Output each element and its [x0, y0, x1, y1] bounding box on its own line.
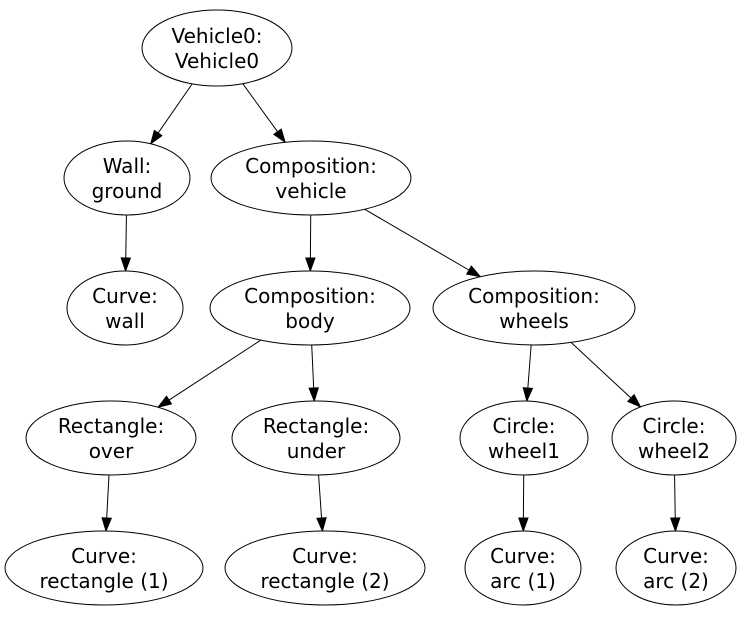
edge-line: [528, 345, 531, 388]
node-ellipse: [460, 401, 588, 475]
node-label-line: vehicle: [275, 179, 346, 203]
node-label-line: Wall:: [103, 154, 152, 178]
node-circle-wheel1: Circle:wheel1: [460, 401, 588, 475]
arrowhead-icon: [671, 518, 680, 531]
edge-vehicle0-to-wall-ground: [151, 84, 192, 144]
edge-line: [312, 345, 314, 388]
arrowhead-icon: [317, 518, 326, 531]
arrowhead-icon: [158, 396, 171, 407]
edge-wall-ground-to-curve-wall: [121, 215, 130, 271]
edge-vehicle0-to-composition-vehicle: [243, 84, 285, 143]
node-curve-wall: Curve:wall: [67, 271, 183, 345]
arrowhead-icon: [309, 388, 318, 401]
node-ellipse: [612, 401, 736, 475]
edge-line: [107, 475, 109, 518]
edge-circle-wheel2-to-curve-arc-2: [671, 475, 680, 531]
arrowhead-icon: [306, 258, 315, 271]
node-label-line: ground: [92, 179, 163, 203]
node-ellipse: [142, 10, 292, 86]
node-composition-vehicle: Composition:vehicle: [211, 141, 411, 215]
node-label-line: Composition:: [244, 284, 376, 308]
edge-circle-wheel1-to-curve-arc-1: [519, 475, 528, 531]
edge-line: [243, 84, 278, 132]
node-ellipse: [232, 401, 400, 475]
node-ellipse: [465, 531, 581, 605]
node-label-line: Curve:: [643, 544, 709, 568]
node-label-line: Rectangle:: [58, 414, 164, 438]
edge-composition-body-to-rectangle-over: [158, 340, 261, 407]
node-ellipse: [211, 141, 411, 215]
node-label-line: arc (2): [643, 569, 709, 593]
edge-composition-vehicle-to-composition-wheels: [365, 209, 481, 276]
node-label-line: wheels: [499, 309, 569, 333]
edge-rectangle-under-to-curve-rectangle-2: [317, 475, 326, 531]
node-label-line: over: [89, 439, 134, 463]
node-label-line: Curve:: [490, 544, 556, 568]
node-label-line: Circle:: [643, 414, 706, 438]
node-ellipse: [433, 271, 635, 345]
node-label-line: rectangle (2): [260, 569, 389, 593]
arrowhead-icon: [519, 518, 528, 531]
node-vehicle0: Vehicle0:Vehicle0: [142, 10, 292, 86]
node-ellipse: [5, 531, 203, 605]
arrowhead-icon: [274, 129, 285, 142]
node-rectangle-under: Rectangle:under: [232, 401, 400, 475]
node-ellipse: [225, 531, 425, 605]
edge-composition-wheels-to-circle-wheel2: [571, 342, 640, 406]
edge-line: [319, 475, 322, 518]
edge-rectangle-over-to-curve-rectangle-1: [102, 475, 111, 531]
arrowhead-icon: [467, 266, 481, 277]
edge-composition-wheels-to-circle-wheel1: [523, 345, 532, 401]
node-label-line: Circle:: [493, 414, 556, 438]
edge-line: [158, 84, 192, 133]
node-ellipse: [210, 271, 410, 345]
node-label-line: under: [287, 439, 346, 463]
node-ellipse: [26, 401, 196, 475]
node-curve-rectangle-2: Curve:rectangle (2): [225, 531, 425, 605]
node-label-line: Composition:: [468, 284, 600, 308]
node-label-line: wheel1: [488, 439, 560, 463]
node-label-line: Vehicle0:: [172, 24, 263, 48]
node-curve-arc-2: Curve:arc (2): [616, 531, 736, 605]
node-ellipse: [616, 531, 736, 605]
arrowhead-icon: [102, 518, 111, 531]
edge-line: [571, 342, 631, 398]
node-rectangle-over: Rectangle:over: [26, 401, 196, 475]
arrowhead-icon: [121, 258, 130, 271]
edge-line: [365, 209, 469, 270]
node-label-line: Composition:: [245, 154, 377, 178]
node-composition-wheels: Composition:wheels: [433, 271, 635, 345]
node-ellipse: [64, 141, 190, 215]
node-label-line: Curve:: [92, 284, 158, 308]
edge-composition-vehicle-to-composition-body: [306, 215, 315, 271]
node-curve-rectangle-1: Curve:rectangle (1): [5, 531, 203, 605]
node-curve-arc-1: Curve:arc (1): [465, 531, 581, 605]
node-label-line: wheel2: [638, 439, 710, 463]
arrowhead-icon: [523, 388, 532, 401]
node-label-line: rectangle (1): [39, 569, 168, 593]
node-label-line: Curve:: [292, 544, 358, 568]
node-label-line: wall: [105, 309, 145, 333]
edge-line: [169, 340, 261, 400]
node-circle-wheel2: Circle:wheel2: [612, 401, 736, 475]
edge-line: [675, 475, 676, 518]
node-ellipse: [67, 271, 183, 345]
node-layer: Vehicle0:Vehicle0Wall:groundComposition:…: [5, 10, 736, 605]
edge-composition-body-to-rectangle-under: [309, 345, 318, 401]
node-composition-body: Composition:body: [210, 271, 410, 345]
node-label-line: arc (1): [490, 569, 556, 593]
node-label-line: Rectangle:: [263, 414, 369, 438]
node-label-line: body: [285, 309, 335, 333]
node-wall-ground: Wall:ground: [64, 141, 190, 215]
node-label-line: Vehicle0: [175, 49, 259, 73]
node-label-line: Curve:: [71, 544, 137, 568]
edge-line: [126, 215, 127, 258]
arrowhead-icon: [151, 130, 162, 143]
